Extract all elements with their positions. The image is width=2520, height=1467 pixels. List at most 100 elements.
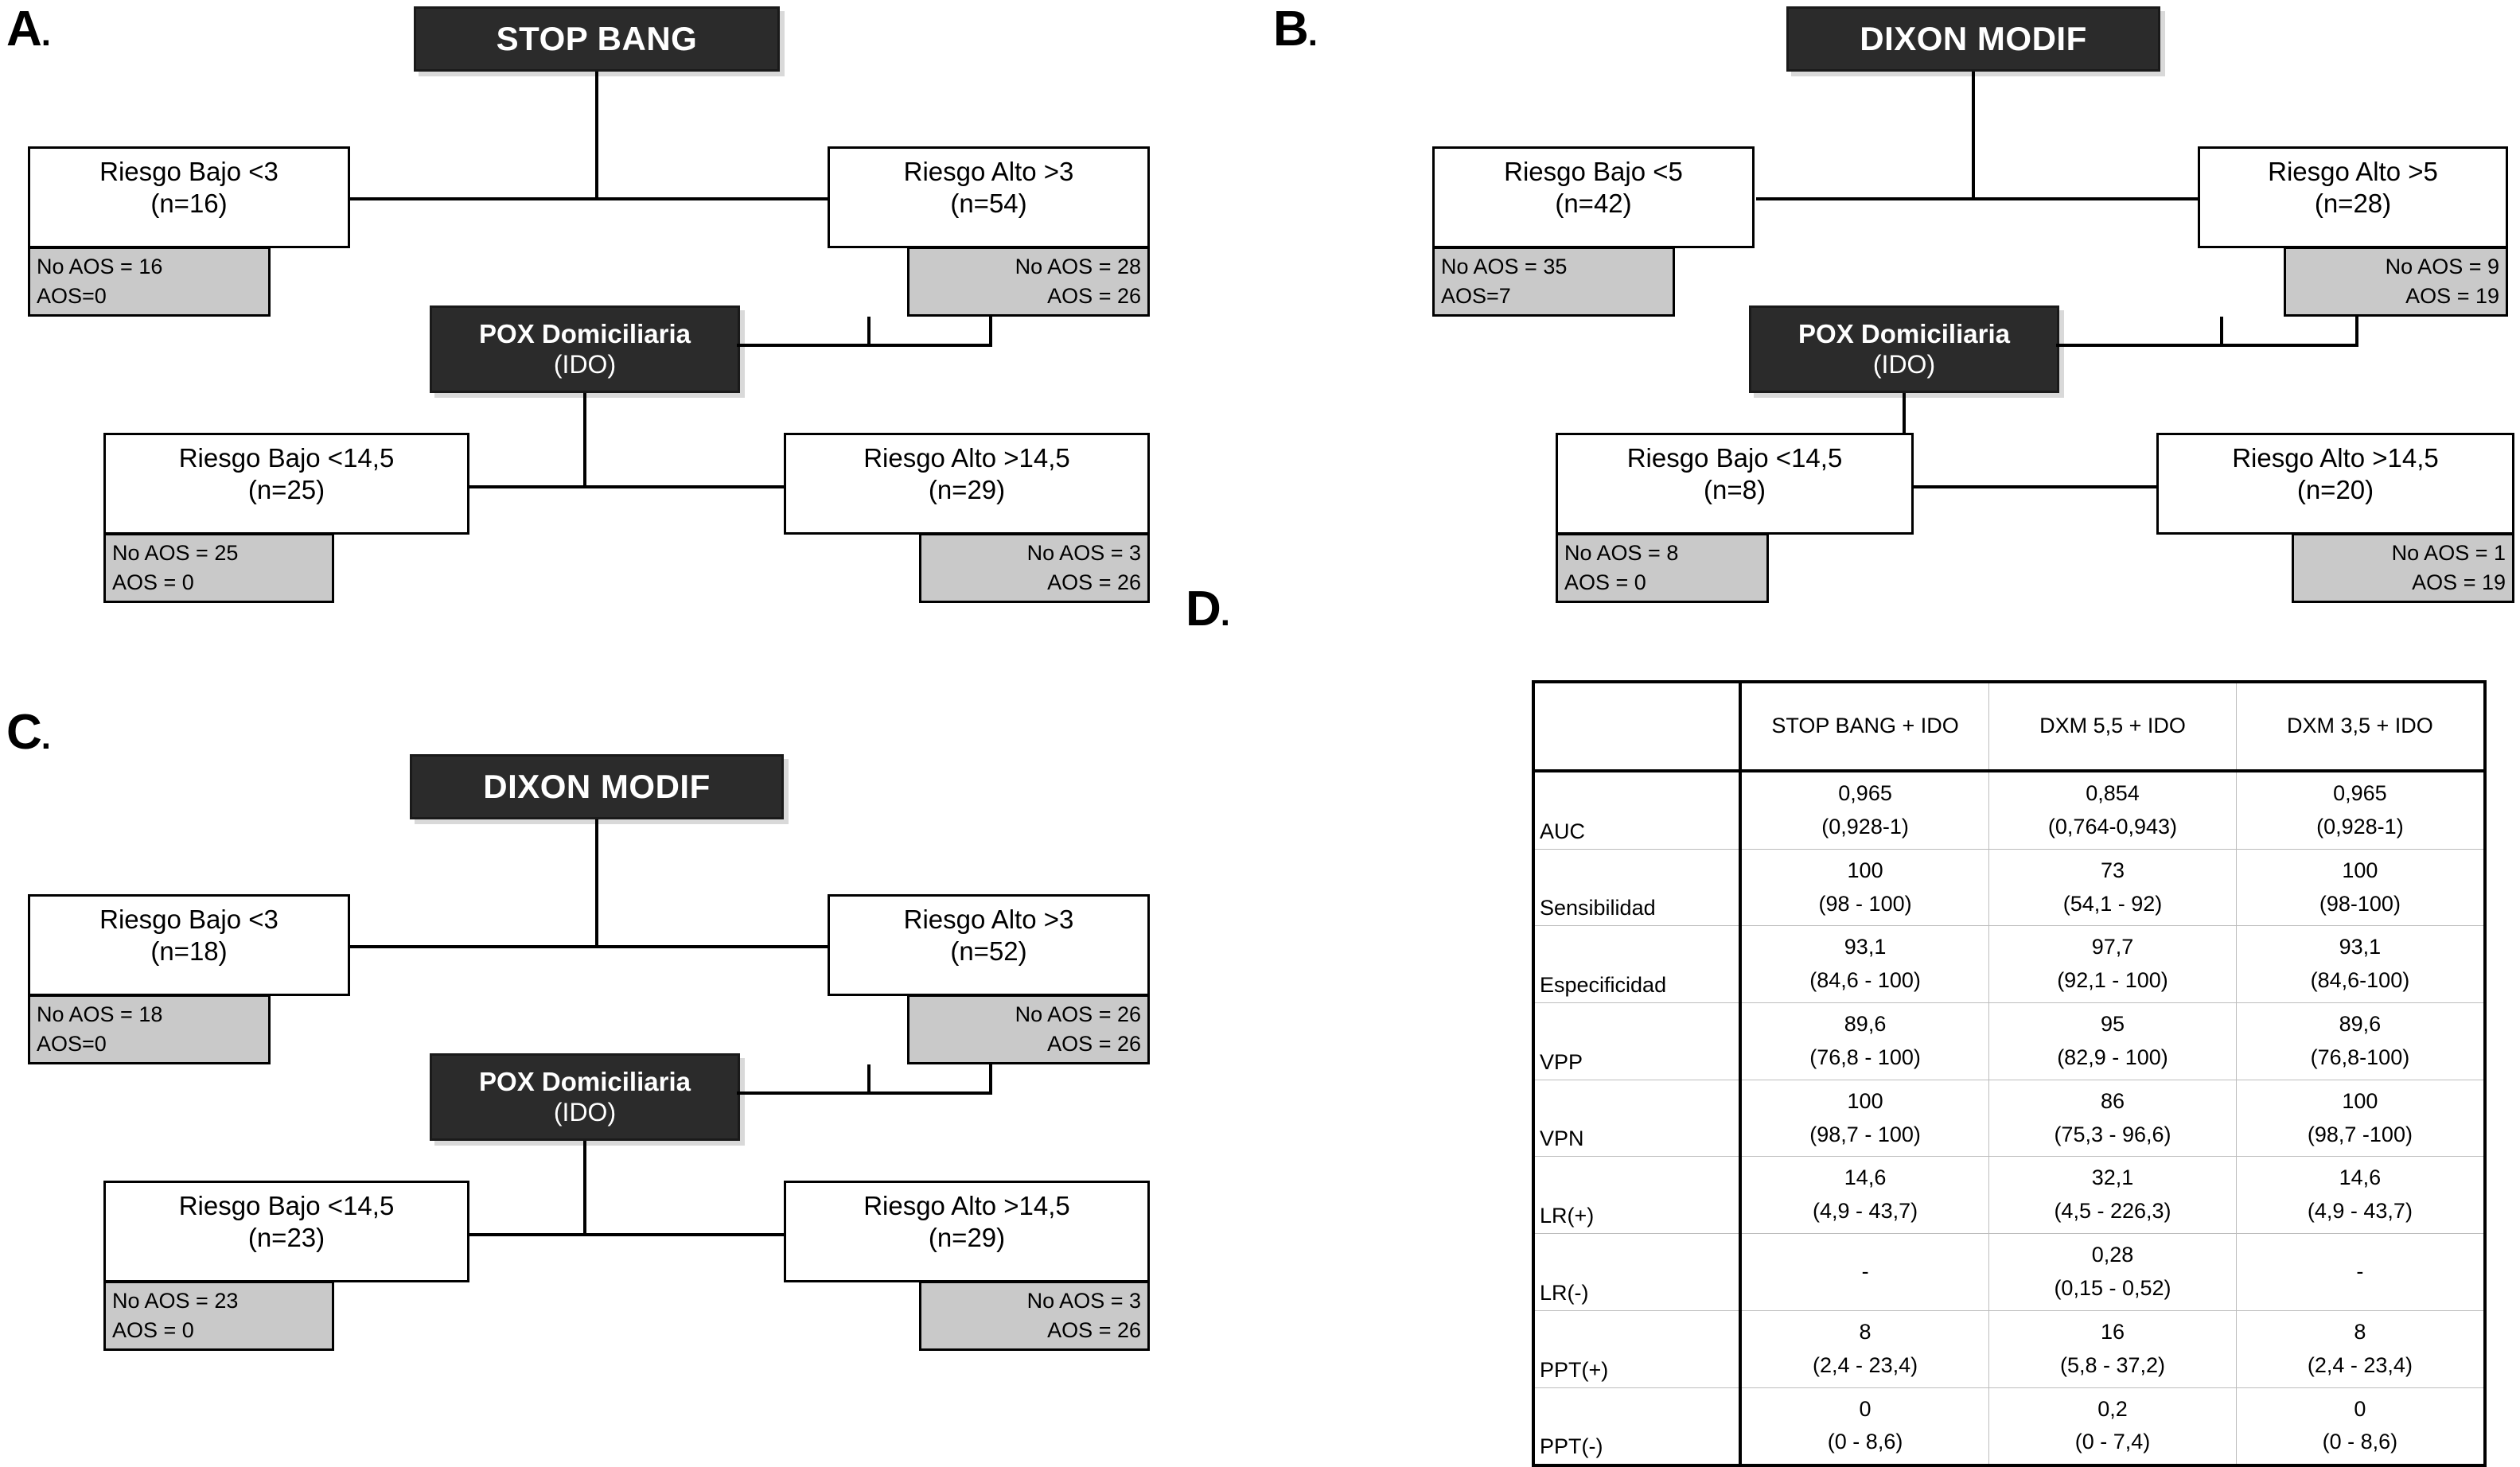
panel-a-pox-low-title: Riesgo Bajo <14,5 xyxy=(178,443,395,473)
cell-ci: (92,1 - 100) xyxy=(2057,968,2168,993)
cell-value: 0,2 xyxy=(2097,1396,2128,1421)
table-col-header-2: DXM 3,5 + IDO xyxy=(2235,680,2487,772)
panel-a-high-risk-aos: AOS = 26 xyxy=(1047,284,1141,308)
panel-c-pox-link-hline xyxy=(737,1091,871,1095)
panel-letter-d: D. xyxy=(1186,585,1230,634)
cell-value: 16 xyxy=(2100,1319,2125,1344)
table-row: AUC 0,965 (0,928-1) 0,854 (0,764-0,943) … xyxy=(1532,770,2487,850)
panel-a-pox-high-box: Riesgo Alto >14,5 (n=29) xyxy=(784,433,1150,535)
table-cell-lr-plus-1: 32,1 (4,5 - 226,3) xyxy=(1988,1156,2237,1235)
table-row: VPN 100 (98,7 - 100) 86 (75,3 - 96,6) 10… xyxy=(1532,1079,2487,1158)
panel-b-level1-connector xyxy=(1756,197,2405,200)
panel-letter-b: B. xyxy=(1273,5,1318,54)
table-cell-vpp-1: 95 (82,9 - 100) xyxy=(1988,1002,2237,1080)
cell-value: 0 xyxy=(2354,1396,2366,1421)
table-cell-lr-minus-2: - xyxy=(2235,1233,2487,1311)
panel-b-pox-link-hline xyxy=(2056,344,2223,347)
cell-ci: (4,5 - 226,3) xyxy=(2054,1199,2171,1224)
table-cell-ppt-minus-1: 0,2 (0 - 7,4) xyxy=(1988,1387,2237,1467)
cell-ci: (84,6 - 100) xyxy=(1809,968,1921,993)
panel-b-low-risk-title: Riesgo Bajo <5 xyxy=(1504,157,1683,186)
panel-a-pox-high-result: No AOS = 3 AOS = 26 xyxy=(919,533,1150,603)
panel-a-highrisk-to-pox-hline xyxy=(867,344,992,347)
table-cell-especificidad-1: 97,7 (92,1 - 100) xyxy=(1988,925,2237,1004)
panel-a-low-risk-n: (n=16) xyxy=(150,188,228,218)
panel-c-root-connector xyxy=(595,819,598,947)
table-row-label-ppt-plus: PPT(+) xyxy=(1532,1309,1742,1388)
panel-c-letter-dot: . xyxy=(41,718,51,757)
panel-c-pox-low-box: Riesgo Bajo <14,5 (n=23) xyxy=(103,1181,469,1282)
table-row-label-sensibilidad: Sensibilidad xyxy=(1532,848,1742,927)
panel-b-pox-low-title: Riesgo Bajo <14,5 xyxy=(1626,443,1843,473)
table-cell-especificidad-2: 93,1 (84,6-100) xyxy=(2235,925,2487,1004)
panel-b-high-risk-title: Riesgo Alto >5 xyxy=(2268,157,2438,186)
table-cell-lr-minus-0: - xyxy=(1739,1233,1990,1311)
panel-a-root-connector xyxy=(595,72,598,199)
table-cell-vpn-1: 86 (75,3 - 96,6) xyxy=(1988,1079,2237,1158)
table-row: PPT(-) 0 (0 - 8,6) 0,2 (0 - 7,4) 0 (0 - … xyxy=(1532,1387,2487,1467)
cell-ci: (98,7 - 100) xyxy=(1809,1122,1921,1146)
table-row: VPP 89,6 (76,8 - 100) 95 (82,9 - 100) 89… xyxy=(1532,1002,2487,1080)
panel-c-pox-high-no-aos: No AOS = 3 xyxy=(1026,1289,1141,1313)
panel-a-pox-link-hline xyxy=(737,344,871,347)
panel-c-highrisk-to-pox-vline xyxy=(989,1064,992,1095)
table-row-label-ppt-minus: PPT(-) xyxy=(1532,1387,1742,1467)
panel-a-level2-connector xyxy=(280,485,941,488)
panel-c-high-risk-result: No AOS = 26 AOS = 26 xyxy=(907,994,1150,1064)
table-row: Sensibilidad 100 (98 - 100) 73 (54,1 - 9… xyxy=(1532,848,2487,927)
panel-a-letter-dot: . xyxy=(41,14,51,53)
panel-c-low-risk-n: (n=18) xyxy=(150,936,228,966)
panel-a-pox-low-aos: AOS = 0 xyxy=(112,570,194,594)
cell-value: 0,854 xyxy=(2086,781,2140,805)
cell-value: 32,1 xyxy=(2091,1165,2134,1190)
table-row-label-auc: AUC xyxy=(1532,770,1742,850)
panel-b-low-risk-no-aos: No AOS = 35 xyxy=(1441,255,1568,278)
panel-a-low-risk-result: No AOS = 16 AOS=0 xyxy=(28,247,271,317)
panel-a-low-risk-title: Riesgo Bajo <3 xyxy=(99,157,278,186)
panel-c-highrisk-to-pox-hline xyxy=(867,1091,992,1095)
cell-value: 73 xyxy=(2100,858,2125,882)
panel-a-pox-connector xyxy=(583,393,586,488)
performance-metrics-table: STOP BANG + IDO DXM 5,5 + IDO DXM 3,5 + … xyxy=(1532,680,2487,1467)
table-cell-auc-2: 0,965 (0,928-1) xyxy=(2235,770,2487,850)
panel-b-low-risk-aos: AOS=7 xyxy=(1441,284,1511,308)
panel-a-low-risk-aos: AOS=0 xyxy=(37,284,107,308)
panel-c-root-label: DIXON MODIF xyxy=(483,768,711,805)
cell-value: 89,6 xyxy=(2339,1012,2382,1037)
cell-ci: (98 - 100) xyxy=(1818,891,1912,916)
panel-c-low-risk-result: No AOS = 18 AOS=0 xyxy=(28,994,271,1064)
panel-a-high-risk-result: No AOS = 28 AOS = 26 xyxy=(907,247,1150,317)
panel-a-pox-high-no-aos: No AOS = 3 xyxy=(1026,541,1141,565)
panel-b-high-risk-box: Riesgo Alto >5 (n=28) xyxy=(2198,146,2508,248)
table-cell-ppt-minus-2: 0 (0 - 8,6) xyxy=(2235,1387,2487,1467)
panel-b-pox-box: POX Domiciliaria (IDO) xyxy=(1749,305,2059,393)
cell-value: 100 xyxy=(2342,1088,2378,1113)
panel-b-pox-low-no-aos: No AOS = 8 xyxy=(1564,541,1679,565)
panel-a-highrisk-to-pox-vline xyxy=(989,317,992,347)
panel-a-root-box: STOP BANG xyxy=(414,6,780,72)
panel-b-pox-low-n: (n=8) xyxy=(1704,474,1766,504)
panel-c-high-risk-n: (n=52) xyxy=(950,936,1027,966)
panel-a-pox-box: POX Domiciliaria (IDO) xyxy=(430,305,740,393)
table-cell-vpp-0: 89,6 (76,8 - 100) xyxy=(1739,1002,1990,1080)
panel-c-pox-high-n: (n=29) xyxy=(928,1222,1006,1252)
cell-ci: (98,7 -100) xyxy=(2307,1122,2413,1146)
panel-a-pox-low-n: (n=25) xyxy=(247,474,325,504)
table-cell-ppt-minus-0: 0 (0 - 8,6) xyxy=(1739,1387,1990,1467)
cell-ci: (76,8 - 100) xyxy=(1809,1045,1921,1069)
table-cell-auc-1: 0,854 (0,764-0,943) xyxy=(1988,770,2237,850)
panel-d-letter-dot: . xyxy=(1220,594,1230,633)
panel-b-pox-entry-vline xyxy=(2220,317,2223,345)
panel-b-high-risk-n: (n=28) xyxy=(2314,188,2392,218)
table-row-label-vpp: VPP xyxy=(1532,1002,1742,1080)
panel-a-pox-high-title: Riesgo Alto >14,5 xyxy=(863,443,1070,473)
table-cell-lr-plus-0: 14,6 (4,9 - 43,7) xyxy=(1739,1156,1990,1235)
table-cell-ppt-plus-1: 16 (5,8 - 37,2) xyxy=(1988,1309,2237,1388)
table-col-header-1: DXM 5,5 + IDO xyxy=(1988,680,2237,772)
panel-a-low-risk-no-aos: No AOS = 16 xyxy=(37,255,163,278)
cell-value: 8 xyxy=(2354,1319,2366,1344)
cell-ci: (0 - 8,6) xyxy=(2322,1430,2398,1454)
cell-value: 8 xyxy=(1859,1319,1871,1344)
panel-a-pox-low-box: Riesgo Bajo <14,5 (n=25) xyxy=(103,433,469,535)
panel-c-root-box: DIXON MODIF xyxy=(410,754,784,819)
